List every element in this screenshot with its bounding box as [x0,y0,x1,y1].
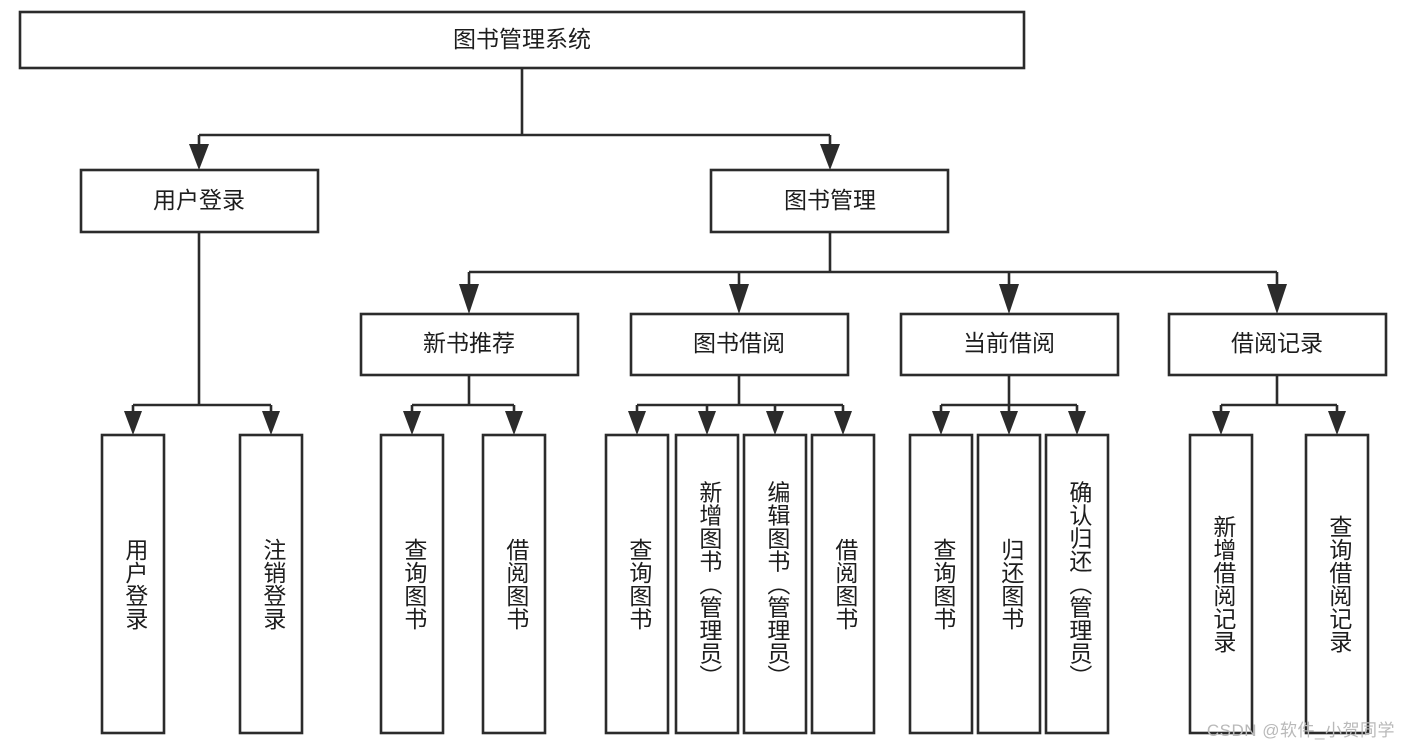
node-leaf-borrow-book-1[interactable]: 借阅图书 [481,433,547,735]
arrow-head-leaf-user-login [124,411,142,435]
arrow-head-book-management [820,144,840,170]
node-leaf-borrow-book-2-box[interactable] [810,433,876,735]
node-leaf-query-book-3-box[interactable] [908,433,974,735]
node-leaf-add-book-label: 新增图书（管理员） [696,481,723,688]
node-leaf-edit-book-box[interactable] [742,433,808,735]
node-leaf-confirm-return[interactable]: 确认归还（管理员） [1044,433,1110,735]
node-leaf-add-record[interactable]: 新增借阅记录 [1188,433,1254,735]
node-leaf-add-book-box[interactable] [674,433,740,735]
arrow-head-borrow-record [1267,284,1287,314]
node-borrow-record-box[interactable] [1167,312,1388,377]
csdn-watermark: CSDN @软件_小贺同学 [1206,721,1395,740]
node-book-management[interactable]: 图书管理 [709,168,950,234]
arrow-head-leaf-return-book [1000,411,1018,435]
node-current-borrow-box[interactable] [899,312,1120,377]
arrow-head-leaf-add-book [698,411,716,435]
node-leaf-borrow-book-1-label: 借阅图书 [503,538,530,630]
connector-group-root [189,68,840,170]
node-leaf-user-login-label: 用户登录 [122,538,149,630]
node-leaf-return-book[interactable]: 归还图书 [976,433,1042,735]
arrow-head-leaf-add-record [1212,411,1230,435]
arrow-head-new-book-recommend [459,284,479,314]
node-leaf-query-record-box[interactable] [1304,433,1370,735]
node-leaf-add-record-label: 新增借阅记录 [1210,515,1237,653]
node-borrow-record[interactable]: 借阅记录 [1167,312,1388,377]
node-book-management-box[interactable] [709,168,950,234]
arrow-head-user-login [189,144,209,170]
node-leaf-borrow-book-1-box[interactable] [481,433,547,735]
node-leaf-borrow-book-2-label: 借阅图书 [832,538,859,630]
connector-group-current-borrow [932,375,1086,435]
arrow-head-leaf-borrow-book-2 [834,411,852,435]
node-leaf-return-book-label: 归还图书 [998,538,1025,630]
connector-group-new-book-recommend [403,375,523,435]
node-leaf-query-book-3[interactable]: 查询图书 [908,433,974,735]
node-leaf-user-login-box[interactable] [100,433,166,735]
connector-group-book-borrow [628,375,852,435]
node-current-borrow-label: 当前借阅 [963,330,1055,356]
arrow-head-leaf-query-book-1 [403,411,421,435]
arrow-head-leaf-query-book-2 [628,411,646,435]
node-new-book-recommend[interactable]: 新书推荐 [359,312,580,377]
node-leaf-edit-book[interactable]: 编辑图书（管理员） [742,433,808,735]
node-leaf-edit-book-label: 编辑图书（管理员） [764,481,791,688]
arrow-head-leaf-confirm-return [1068,411,1086,435]
node-root-label: 图书管理系统 [453,26,591,52]
arrow-head-leaf-edit-book [766,411,784,435]
node-root-box[interactable] [18,10,1026,70]
node-user-login-label: 用户登录 [153,187,245,213]
node-leaf-add-record-box[interactable] [1188,433,1254,735]
node-new-book-recommend-label: 新书推荐 [423,330,515,356]
node-leaf-query-book-2[interactable]: 查询图书 [604,433,670,735]
node-book-borrow-box[interactable] [629,312,850,377]
arrow-head-leaf-borrow-book-1 [505,411,523,435]
node-current-borrow[interactable]: 当前借阅 [899,312,1120,377]
connector-group-book-management [459,232,1287,314]
node-leaf-borrow-book-2[interactable]: 借阅图书 [810,433,876,735]
node-borrow-record-label: 借阅记录 [1231,330,1323,356]
node-leaf-user-login[interactable]: 用户登录 [100,433,166,735]
node-leaf-confirm-return-box[interactable] [1044,433,1110,735]
node-leaf-logout-login[interactable]: 注销登录 [238,433,304,735]
node-leaf-return-book-box[interactable] [976,433,1042,735]
node-leaf-logout-login-box[interactable] [238,433,304,735]
arrow-head-book-borrow [729,284,749,314]
node-leaf-query-book-1-label: 查询图书 [401,538,428,630]
node-leaf-query-book-1-box[interactable] [379,433,445,735]
node-leaf-query-book-2-box[interactable] [604,433,670,735]
node-leaf-query-record-label: 查询借阅记录 [1326,515,1353,653]
connector-group-borrow-record [1212,375,1346,435]
node-leaf-query-book-3-label: 查询图书 [930,538,957,630]
node-leaf-logout-login-label: 注销登录 [260,538,287,630]
arrow-head-current-borrow [999,284,1019,314]
connector-group-user-login [124,232,280,435]
node-book-borrow[interactable]: 图书借阅 [629,312,850,377]
node-user-login[interactable]: 用户登录 [79,168,320,234]
node-leaf-confirm-return-label: 确认归还（管理员） [1066,481,1093,688]
node-leaf-query-book-2-label: 查询图书 [626,538,653,630]
arrow-head-leaf-query-record [1328,411,1346,435]
node-leaf-query-record[interactable]: 查询借阅记录 [1304,433,1370,735]
node-new-book-recommend-box[interactable] [359,312,580,377]
arrow-head-leaf-query-book-3 [932,411,950,435]
node-root[interactable]: 图书管理系统 [18,10,1026,70]
node-leaf-query-book-1[interactable]: 查询图书 [379,433,445,735]
node-user-login-box[interactable] [79,168,320,234]
node-book-borrow-label: 图书借阅 [693,330,785,356]
arrow-head-leaf-logout-login [262,411,280,435]
node-leaf-add-book[interactable]: 新增图书（管理员） [674,433,740,735]
node-book-management-label: 图书管理 [784,187,876,213]
